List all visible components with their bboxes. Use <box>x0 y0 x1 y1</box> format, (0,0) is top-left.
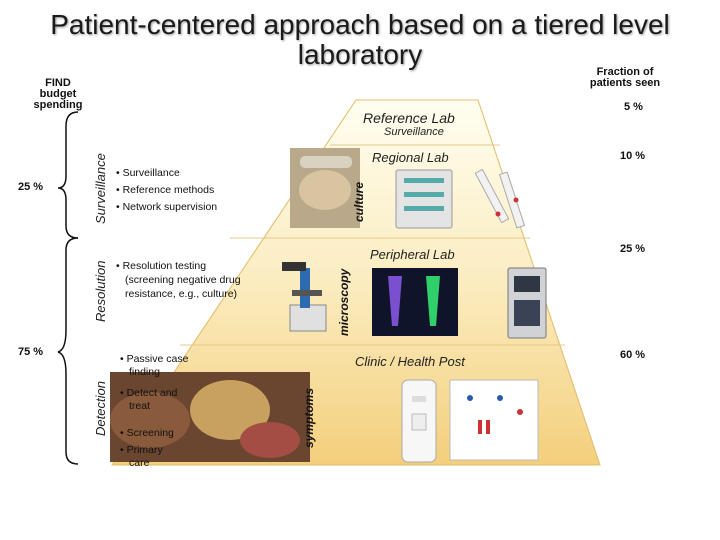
resolution-bullet-2: (screening negative drug <box>125 274 241 286</box>
detection-bullet-4: treat <box>129 400 151 412</box>
fluorescent-tubes-image <box>372 268 458 336</box>
tier-regional-name: Regional Lab <box>372 150 449 165</box>
side-label-surveillance: Surveillance <box>93 153 108 224</box>
detection-bullet-7: care <box>129 457 150 469</box>
detection-bullets: • Passive case finding • Detect and trea… <box>120 353 188 470</box>
test-strips-image <box>474 168 526 229</box>
microscope-image <box>282 262 327 332</box>
budget-pct-upper: 25 % <box>18 181 44 193</box>
surveillance-bullet-1: • Surveillance <box>116 167 180 179</box>
budget-header-line-3: spending <box>33 99 83 111</box>
fraction-header: Fraction of patients seen <box>580 67 670 89</box>
rapid-test-image <box>401 379 437 463</box>
tier-reference-sub: Surveillance <box>384 126 444 138</box>
analyzer-device-image <box>507 267 547 339</box>
title-line-1: Patient-centered approach based on a tie… <box>50 9 670 40</box>
detection-bullet-3: • Detect and <box>120 387 178 399</box>
tier-clinic-pct: 60 % <box>620 349 646 361</box>
surveillance-bullet-2: • Reference methods <box>116 184 215 196</box>
brace-surveillance <box>57 111 79 239</box>
culture-photo <box>290 148 360 228</box>
clinic-photo <box>110 372 310 462</box>
budget-header-line-1: FIND <box>45 77 71 89</box>
col-label-culture: culture <box>352 181 366 222</box>
surveillance-bullet-3: • Network supervision <box>116 201 218 213</box>
budget-pct-lower: 75 % <box>18 346 44 358</box>
tier-peripheral-pct: 25 % <box>620 243 646 255</box>
tier-peripheral-name: Peripheral Lab <box>370 247 455 262</box>
budget-header: FIND budget spending <box>30 78 86 111</box>
resolution-bullet-3: resistance, e.g., culture) <box>125 288 238 300</box>
col-label-symptoms: symptoms <box>302 387 316 448</box>
detection-bullet-1: • Passive case <box>120 353 189 365</box>
detection-bullet-6: • Primary <box>120 444 163 456</box>
detection-bullet-2: finding <box>129 366 160 378</box>
side-label-detection: Detection <box>93 381 108 436</box>
diagnostic-flowchart-image <box>449 379 539 461</box>
page-title: Patient-centered approach based on a tie… <box>0 10 720 70</box>
brace-resolution <box>57 237 79 465</box>
side-label-resolution: Resolution <box>93 260 108 322</box>
lab-instrument-image <box>395 169 453 229</box>
detection-bullet-5: • Screening <box>120 427 174 439</box>
title-line-2: laboratory <box>297 39 423 70</box>
resolution-bullets: • Resolution testing (screening negative… <box>116 259 241 301</box>
tier-reference-name: Reference Lab <box>363 110 455 126</box>
resolution-bullet-1: • Resolution testing <box>116 260 207 272</box>
tier-clinic-name: Clinic / Health Post <box>355 354 465 369</box>
tier-reference-pct: 5 % <box>624 101 643 113</box>
fraction-header-line-1: Fraction of <box>596 66 654 78</box>
surveillance-bullets: • Surveillance • Reference methods • Net… <box>116 165 217 216</box>
col-label-microscopy: microscopy <box>337 268 351 336</box>
budget-header-line-2: budget <box>39 88 77 100</box>
fraction-header-line-2: patients seen <box>589 77 661 89</box>
tier-regional-pct: 10 % <box>620 150 646 162</box>
